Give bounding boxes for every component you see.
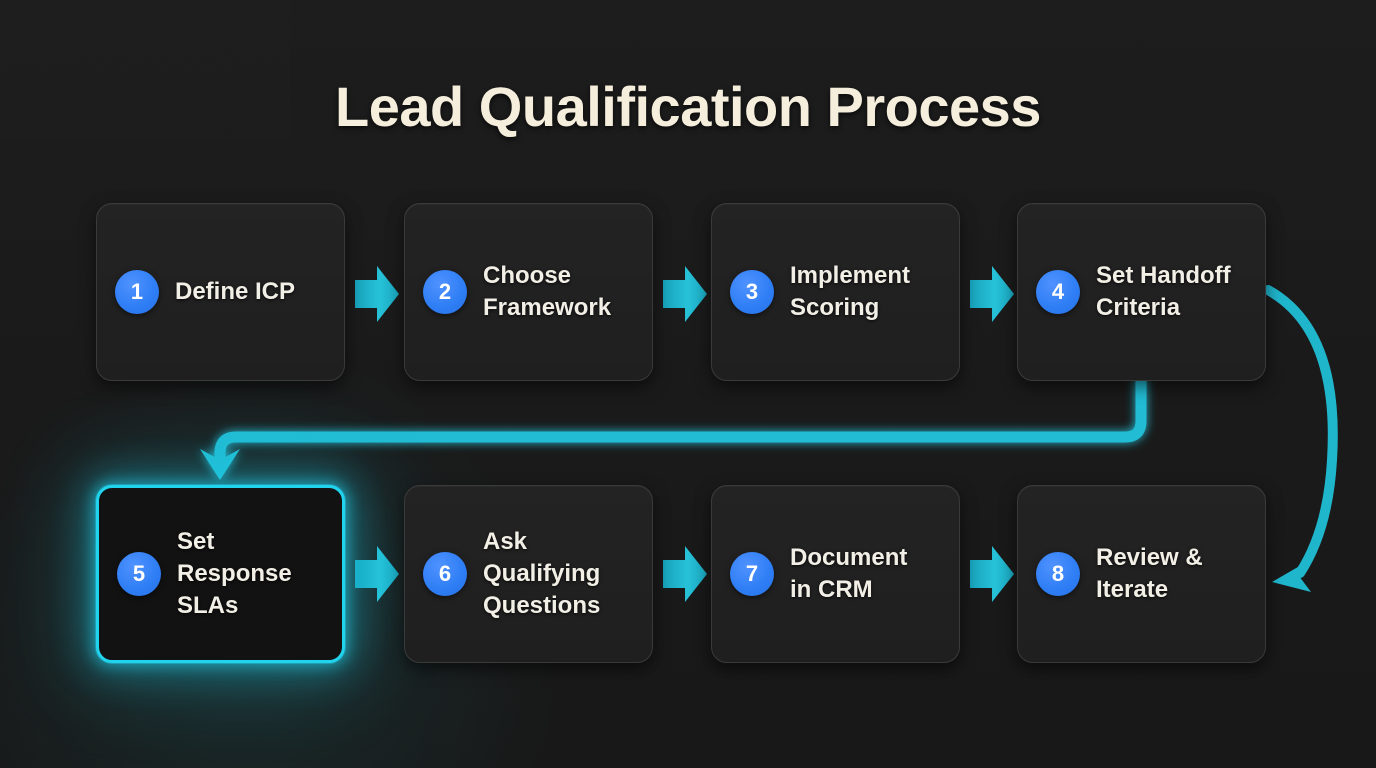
step-label: Implement Scoring <box>790 260 910 323</box>
step-label: Document in CRM <box>790 542 907 605</box>
step-label-line: Framework <box>483 294 612 321</box>
process-step-6[interactable]: 6 Ask Qualifying Questions <box>404 485 653 663</box>
step-label-line: in CRM <box>790 576 873 603</box>
step-label-line: Document <box>790 544 908 572</box>
arrow-step1-to-step2 <box>355 266 399 322</box>
step-label-line: Ask <box>483 528 528 556</box>
process-step-1[interactable]: 1 Define ICP <box>96 203 345 381</box>
process-step-3[interactable]: 3 Implement Scoring <box>711 203 960 381</box>
step-label-line: Qualifying <box>483 560 601 588</box>
step-number-badge: 5 <box>117 552 161 596</box>
step-label-line: Define ICP <box>175 278 296 306</box>
step-label: Review & Iterate <box>1096 542 1203 605</box>
step-label-line: Response <box>177 560 292 588</box>
arrow-step6-to-step7 <box>663 546 707 602</box>
arrow-step4-to-step5-wrap <box>200 375 1147 480</box>
step-number-badge: 3 <box>730 270 774 314</box>
arrow-step3-to-step4 <box>970 266 1014 322</box>
step-label-line: Criteria <box>1096 294 1181 321</box>
process-step-8[interactable]: 8 Review & Iterate <box>1017 485 1266 663</box>
page-title: Lead Qualification Process <box>335 75 1041 138</box>
step-label: Define ICP <box>175 276 295 308</box>
step-label: Ask Qualifying Questions <box>483 526 600 621</box>
arrow-step7-to-step8 <box>970 546 1014 602</box>
step-label-line: Questions <box>483 591 601 619</box>
arrow-step2-to-step3 <box>663 266 707 322</box>
step-label-line: Scoring <box>790 294 880 321</box>
step-number-badge: 2 <box>423 270 467 314</box>
step-label-line: Iterate <box>1096 576 1169 603</box>
step-number-badge: 8 <box>1036 552 1080 596</box>
process-step-7[interactable]: 7 Document in CRM <box>711 485 960 663</box>
step-number-badge: 6 <box>423 552 467 596</box>
step-label-line: Choose <box>483 262 572 290</box>
step-number-badge: 7 <box>730 552 774 596</box>
arrow-step4-to-step8-feedback <box>1263 285 1338 592</box>
step-label: Set Handoff Criteria <box>1096 260 1231 323</box>
process-step-2[interactable]: 2 Choose Framework <box>404 203 653 381</box>
step-label: Choose Framework <box>483 260 611 323</box>
step-label-line: Implement <box>790 262 911 290</box>
arrow-step5-to-step6 <box>355 546 399 602</box>
step-label-line: Set Handoff <box>1096 262 1231 290</box>
step-label-line: Review & <box>1096 544 1203 572</box>
step-number-badge: 1 <box>115 270 159 314</box>
step-number-badge: 4 <box>1036 270 1080 314</box>
step-label-line: SLAs <box>177 591 239 619</box>
process-step-5-highlighted[interactable]: 5 Set Response SLAs <box>96 485 345 663</box>
step-label-line: Set <box>177 528 215 556</box>
process-step-4[interactable]: 4 Set Handoff Criteria <box>1017 203 1266 381</box>
step-label: Set Response SLAs <box>177 526 292 621</box>
